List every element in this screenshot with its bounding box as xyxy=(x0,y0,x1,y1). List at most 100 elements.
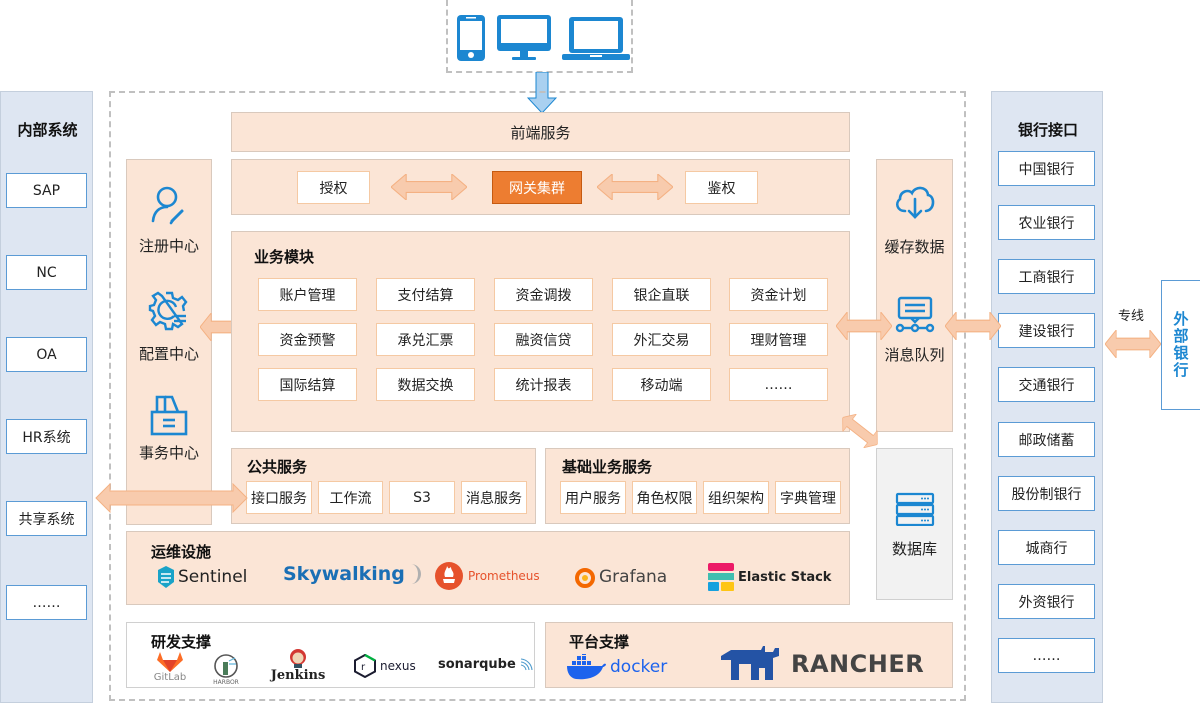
sonarqube-logo: sonarqube xyxy=(438,656,534,672)
grafana-logo: Grafana xyxy=(575,566,667,588)
dev-support-panel xyxy=(126,622,535,688)
basic-service-item[interactable]: 用户服务 xyxy=(560,481,626,514)
sentinel-logo: Sentinel xyxy=(158,566,247,588)
frontend-service-label: 前端服务 xyxy=(510,123,571,142)
grafana-label: Grafana xyxy=(599,567,668,587)
gateway-left-arrow xyxy=(391,174,467,200)
docker-icon xyxy=(567,654,606,680)
business-module-item[interactable]: 资金计划 xyxy=(729,278,828,311)
left-service-column xyxy=(126,159,212,525)
public-service-item[interactable]: 接口服务 xyxy=(246,481,312,514)
mobile-phone-icon xyxy=(456,14,486,62)
business-module-item[interactable]: 移动端 xyxy=(612,368,711,401)
business-module-item[interactable]: 统计报表 xyxy=(494,368,593,401)
bank-item[interactable]: 工商银行 xyxy=(998,259,1095,294)
svg-text:r: r xyxy=(361,662,366,673)
internal-system-hr[interactable]: HR系统 xyxy=(6,419,87,454)
dev-support-title: 研发支撑 xyxy=(151,633,212,651)
business-module-item[interactable]: 账户管理 xyxy=(258,278,357,311)
desktop-monitor-icon xyxy=(496,14,552,62)
jenkins-icon xyxy=(290,649,306,668)
public-services-title: 公共服务 xyxy=(247,458,308,476)
database-label: 数据库 xyxy=(891,539,937,558)
transaction-box-icon xyxy=(148,394,190,436)
external-bank-label: 外部银行 xyxy=(1171,311,1190,379)
bank-item[interactable]: 中国银行 xyxy=(998,151,1095,186)
internal-system-more[interactable]: …… xyxy=(6,585,87,620)
internal-system-shared[interactable]: 共享系统 xyxy=(6,501,87,536)
bank-item[interactable]: 交通银行 xyxy=(998,367,1095,402)
elastic-icon xyxy=(708,563,734,591)
business-module-item[interactable]: …… xyxy=(729,368,828,401)
business-module-item[interactable]: 银企直联 xyxy=(612,278,711,311)
skywalking-moon-icon xyxy=(410,564,421,584)
sonarqube-waves-icon xyxy=(520,658,533,671)
basic-services-title: 基础业务服务 xyxy=(562,458,653,476)
basic-service-item[interactable]: 字典管理 xyxy=(775,481,841,514)
business-module-item[interactable]: 外汇交易 xyxy=(612,323,711,356)
platform-container xyxy=(109,91,966,701)
internal-system-sap[interactable]: SAP xyxy=(6,173,87,208)
rancher-label: RANCHER xyxy=(791,650,925,678)
bank-item[interactable]: 农业银行 xyxy=(998,205,1095,240)
transaction-center-label: 事务中心 xyxy=(138,443,199,462)
rancher-icon xyxy=(721,646,779,680)
bank-interface-title: 银行接口 xyxy=(1017,120,1078,139)
authentication-box[interactable]: 鉴权 xyxy=(685,171,758,204)
harbor-logo: HARBOR xyxy=(211,653,241,686)
gateway-cluster-box[interactable]: 网关集群 xyxy=(492,171,582,204)
skywalking-logo: Skywalking xyxy=(283,563,423,585)
jenkins-label: Jenkins xyxy=(270,668,326,683)
docker-label: docker xyxy=(610,657,668,677)
bank-item[interactable]: 邮政储蓄 xyxy=(998,422,1095,457)
message-queue-label: 消息队列 xyxy=(884,345,945,364)
jenkins-logo: Jenkins xyxy=(270,648,326,683)
docker-logo: docker xyxy=(566,654,667,680)
message-queue-icon xyxy=(894,296,936,334)
bank-item[interactable]: 外资银行 xyxy=(998,584,1095,619)
business-module-item[interactable]: 资金预警 xyxy=(258,323,357,356)
prometheus-icon xyxy=(435,562,463,590)
authorization-box[interactable]: 授权 xyxy=(297,171,370,204)
business-module-item[interactable]: 支付结算 xyxy=(376,278,475,311)
bank-item[interactable]: 股份制银行 xyxy=(998,476,1095,511)
nexus-logo: r nexus xyxy=(354,654,416,678)
database-server-icon xyxy=(895,492,935,526)
business-module-item[interactable]: 承兑汇票 xyxy=(376,323,475,356)
harbor-label: HARBOR xyxy=(213,679,239,686)
business-mq-arrow xyxy=(836,312,892,340)
business-module-item[interactable]: 资金调拨 xyxy=(494,278,593,311)
business-module-item[interactable]: 理财管理 xyxy=(729,323,828,356)
sentinel-icon xyxy=(158,566,174,588)
mq-bank-arrow xyxy=(945,312,1001,340)
gateway-cluster-label: 网关集群 xyxy=(509,180,565,197)
public-service-item[interactable]: 工作流 xyxy=(318,481,383,514)
public-service-item[interactable]: 消息服务 xyxy=(461,481,527,514)
internal-system-oa[interactable]: OA xyxy=(6,337,87,372)
database-box[interactable] xyxy=(876,448,953,600)
dedicated-line-label: 专线 xyxy=(1118,309,1145,324)
platform-support-title: 平台支撑 xyxy=(569,633,630,651)
business-module-item[interactable]: 融资信贷 xyxy=(494,323,593,356)
bank-item[interactable]: 建设银行 xyxy=(998,313,1095,348)
public-service-item[interactable]: S3 xyxy=(389,481,455,514)
basic-service-item[interactable]: 组织架构 xyxy=(703,481,769,514)
laptop-icon xyxy=(561,16,631,62)
elastic-stack-label: Elastic Stack xyxy=(738,569,832,585)
frontend-service[interactable]: 前端服务 xyxy=(231,112,850,152)
ops-title: 运维设施 xyxy=(151,543,212,561)
elastic-stack-logo: Elastic Stack xyxy=(708,563,831,591)
client-devices-box xyxy=(446,0,633,73)
business-modules-title: 业务模块 xyxy=(254,248,315,266)
user-edit-icon xyxy=(150,185,188,225)
sonarqube-label: sonarqube xyxy=(438,656,516,672)
basic-service-item[interactable]: 角色权限 xyxy=(632,481,697,514)
business-module-item[interactable]: 国际结算 xyxy=(258,368,357,401)
cache-data-label: 缓存数据 xyxy=(884,237,945,256)
bank-item[interactable]: …… xyxy=(998,638,1095,673)
internal-system-nc[interactable]: NC xyxy=(6,255,87,290)
bank-item[interactable]: 城商行 xyxy=(998,530,1095,565)
external-bank-box[interactable]: 外部银行 xyxy=(1161,280,1200,410)
grafana-icon xyxy=(575,568,595,588)
business-module-item[interactable]: 数据交换 xyxy=(376,368,475,401)
